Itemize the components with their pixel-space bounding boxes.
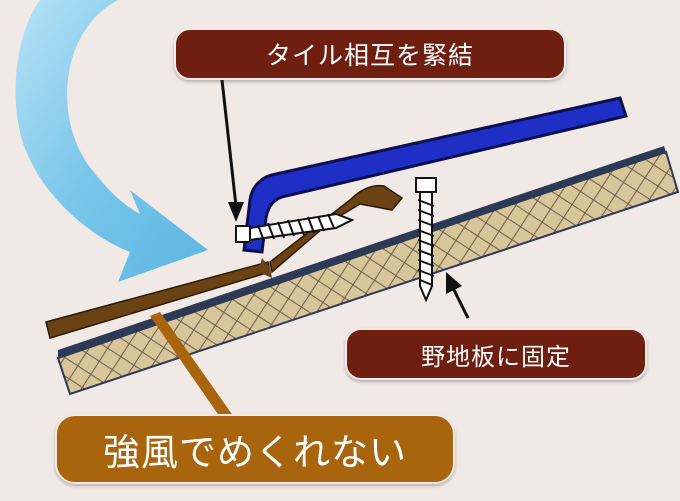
nail-icon xyxy=(415,177,437,303)
pointer-bottom xyxy=(150,312,236,420)
wind-arrow-icon xyxy=(15,0,209,282)
pointer-top xyxy=(220,79,244,222)
screw-icon xyxy=(235,212,355,243)
label-tile-binding: タイル相互を緊結 xyxy=(174,28,566,80)
label-fix-to-board: 野地板に固定 xyxy=(345,328,647,380)
pointer-right xyxy=(446,272,470,319)
roof-board xyxy=(56,146,680,396)
lower-tile xyxy=(45,184,404,339)
upper-tile xyxy=(242,96,628,254)
label-wind-resistance: 強風でめくれない xyxy=(55,414,455,484)
